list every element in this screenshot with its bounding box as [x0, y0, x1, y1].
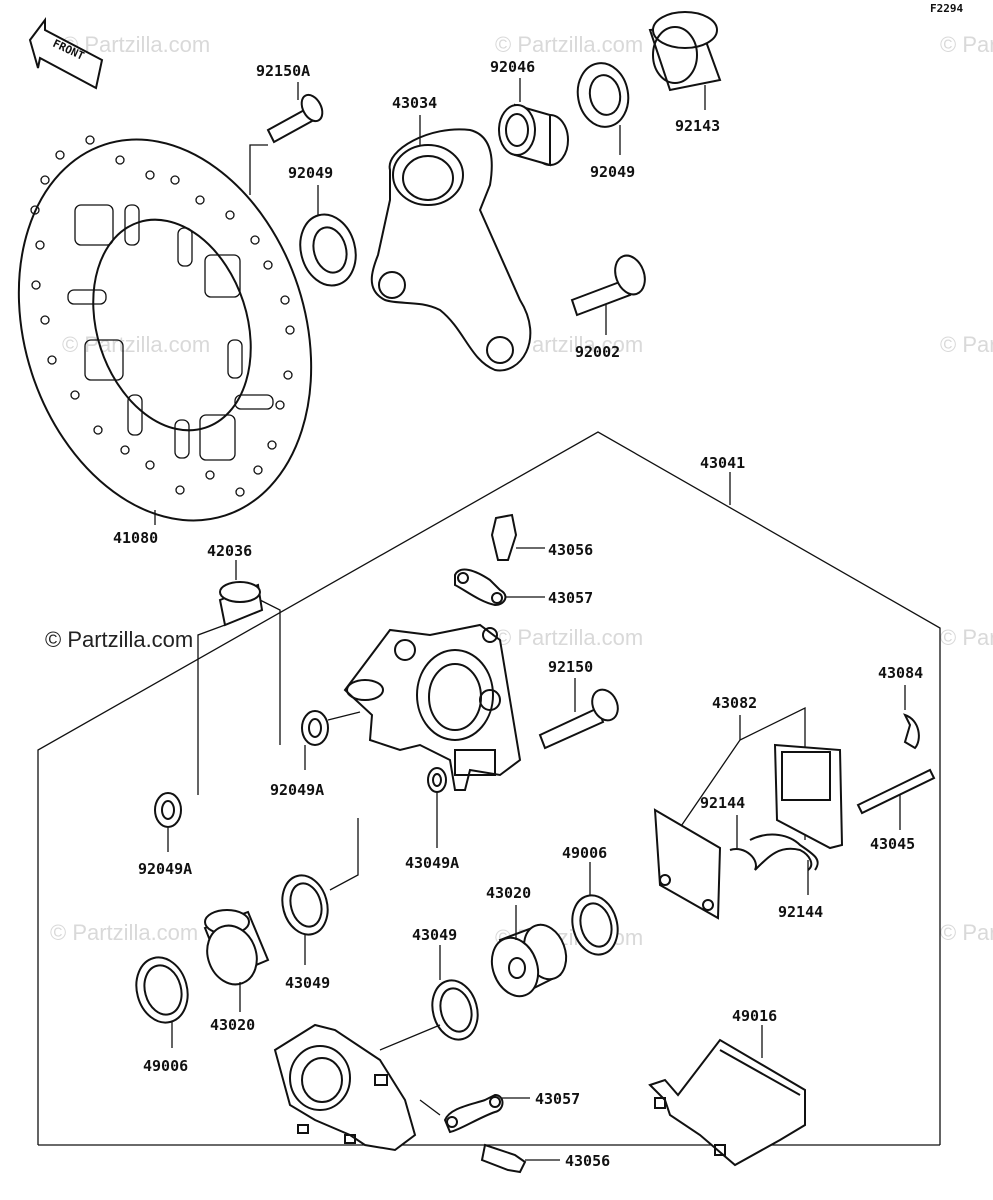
label-92150A: 92150A — [256, 62, 310, 80]
label-43084: 43084 — [878, 664, 923, 682]
label-92150: 92150 — [548, 658, 593, 676]
label-41080: 41080 — [113, 529, 158, 547]
label-43057-top: 43057 — [548, 589, 593, 607]
clip-43084 — [903, 685, 920, 750]
label-43041: 43041 — [700, 454, 745, 472]
label-43034: 43034 — [392, 94, 437, 112]
label-92049A-left: 92049A — [138, 860, 192, 878]
label-43082: 43082 — [712, 694, 757, 712]
sleeve-42036 — [197, 560, 281, 795]
brake-disc-41080 — [17, 135, 313, 522]
assembly-outline — [37, 431, 941, 1146]
label-49006-right: 49006 — [562, 844, 607, 862]
label-43045: 43045 — [870, 835, 915, 853]
pin-43045 — [856, 768, 936, 830]
watermark: © Partzilla.com — [940, 332, 993, 357]
label-43020-left: 43020 — [210, 1016, 255, 1034]
seal-43049A — [427, 767, 447, 848]
label-43056-top: 43056 — [548, 541, 593, 559]
watermarks: © Partzilla.com © Partzilla.com © Partzi… — [45, 32, 993, 950]
piston-43020-mid — [490, 905, 568, 998]
label-43049-left: 43049 — [285, 974, 330, 992]
watermark: © Partzilla.com — [940, 920, 993, 945]
label-92002: 92002 — [575, 343, 620, 361]
pad-set-43082 — [653, 706, 844, 920]
label-43057-bottom: 43057 — [535, 1090, 580, 1108]
caliper-body-upper — [343, 623, 522, 791]
label-92049A-mid: 92049A — [270, 781, 324, 799]
seal-49006-right — [571, 862, 619, 956]
label-43049A: 43049A — [405, 854, 459, 872]
label-92049-top: 92049 — [590, 163, 635, 181]
seal-92049A-left — [154, 792, 182, 852]
bolt-92002 — [570, 254, 646, 335]
bolt-92150 — [538, 678, 619, 750]
watermark: © Partzilla.com — [50, 920, 198, 945]
label-92144-a: 92144 — [700, 794, 745, 812]
seal-43049-mid — [379, 945, 479, 1051]
seal-92049A-mid — [301, 710, 361, 770]
watermark: © Partzilla.com — [940, 625, 993, 650]
pad-spring-49016 — [648, 1025, 806, 1167]
watermark: © Partzilla.com — [62, 332, 210, 357]
figure-code: F2294 — [930, 2, 963, 15]
seal-43049-left — [281, 818, 359, 965]
label-92144-b: 92144 — [778, 903, 823, 921]
cap-43057-top — [454, 568, 545, 607]
collar-92143 — [648, 11, 722, 110]
watermark: © Partzilla.com — [495, 32, 643, 57]
bolt-92150A — [249, 82, 324, 195]
cap-43057-bottom — [443, 1093, 530, 1134]
torque-bracket-43034 — [370, 115, 532, 372]
label-43049-mid: 43049 — [412, 926, 457, 944]
label-49006-left: 49006 — [143, 1057, 188, 1075]
piston-43020-left — [203, 909, 270, 1012]
label-92046: 92046 — [490, 58, 535, 76]
watermark: © Partzilla.com — [495, 625, 643, 650]
oil-seal-92049-top — [576, 62, 630, 155]
needle-bearing-92046 — [498, 78, 569, 167]
part-labels: 92150A 43034 92046 92143 92049 92049 920… — [113, 58, 923, 1170]
oil-seal-92049-left — [299, 185, 357, 287]
watermark-dark: © Partzilla.com — [45, 627, 193, 652]
bleeder-valve-43056-bottom — [480, 1143, 560, 1174]
label-43020-mid: 43020 — [486, 884, 531, 902]
label-43056-bottom: 43056 — [565, 1152, 610, 1170]
seal-49006-left — [135, 956, 189, 1048]
front-arrow-icon: FRONT — [28, 17, 104, 90]
watermark: © Partzilla.com — [940, 32, 993, 57]
label-42036: 42036 — [207, 542, 252, 560]
label-92143: 92143 — [675, 117, 720, 135]
caliper-body-lower — [273, 1023, 441, 1152]
spring-92144 — [729, 815, 819, 895]
label-49016: 49016 — [732, 1007, 777, 1025]
label-92049-left: 92049 — [288, 164, 333, 182]
bleeder-valve-43056-top — [490, 513, 545, 561]
